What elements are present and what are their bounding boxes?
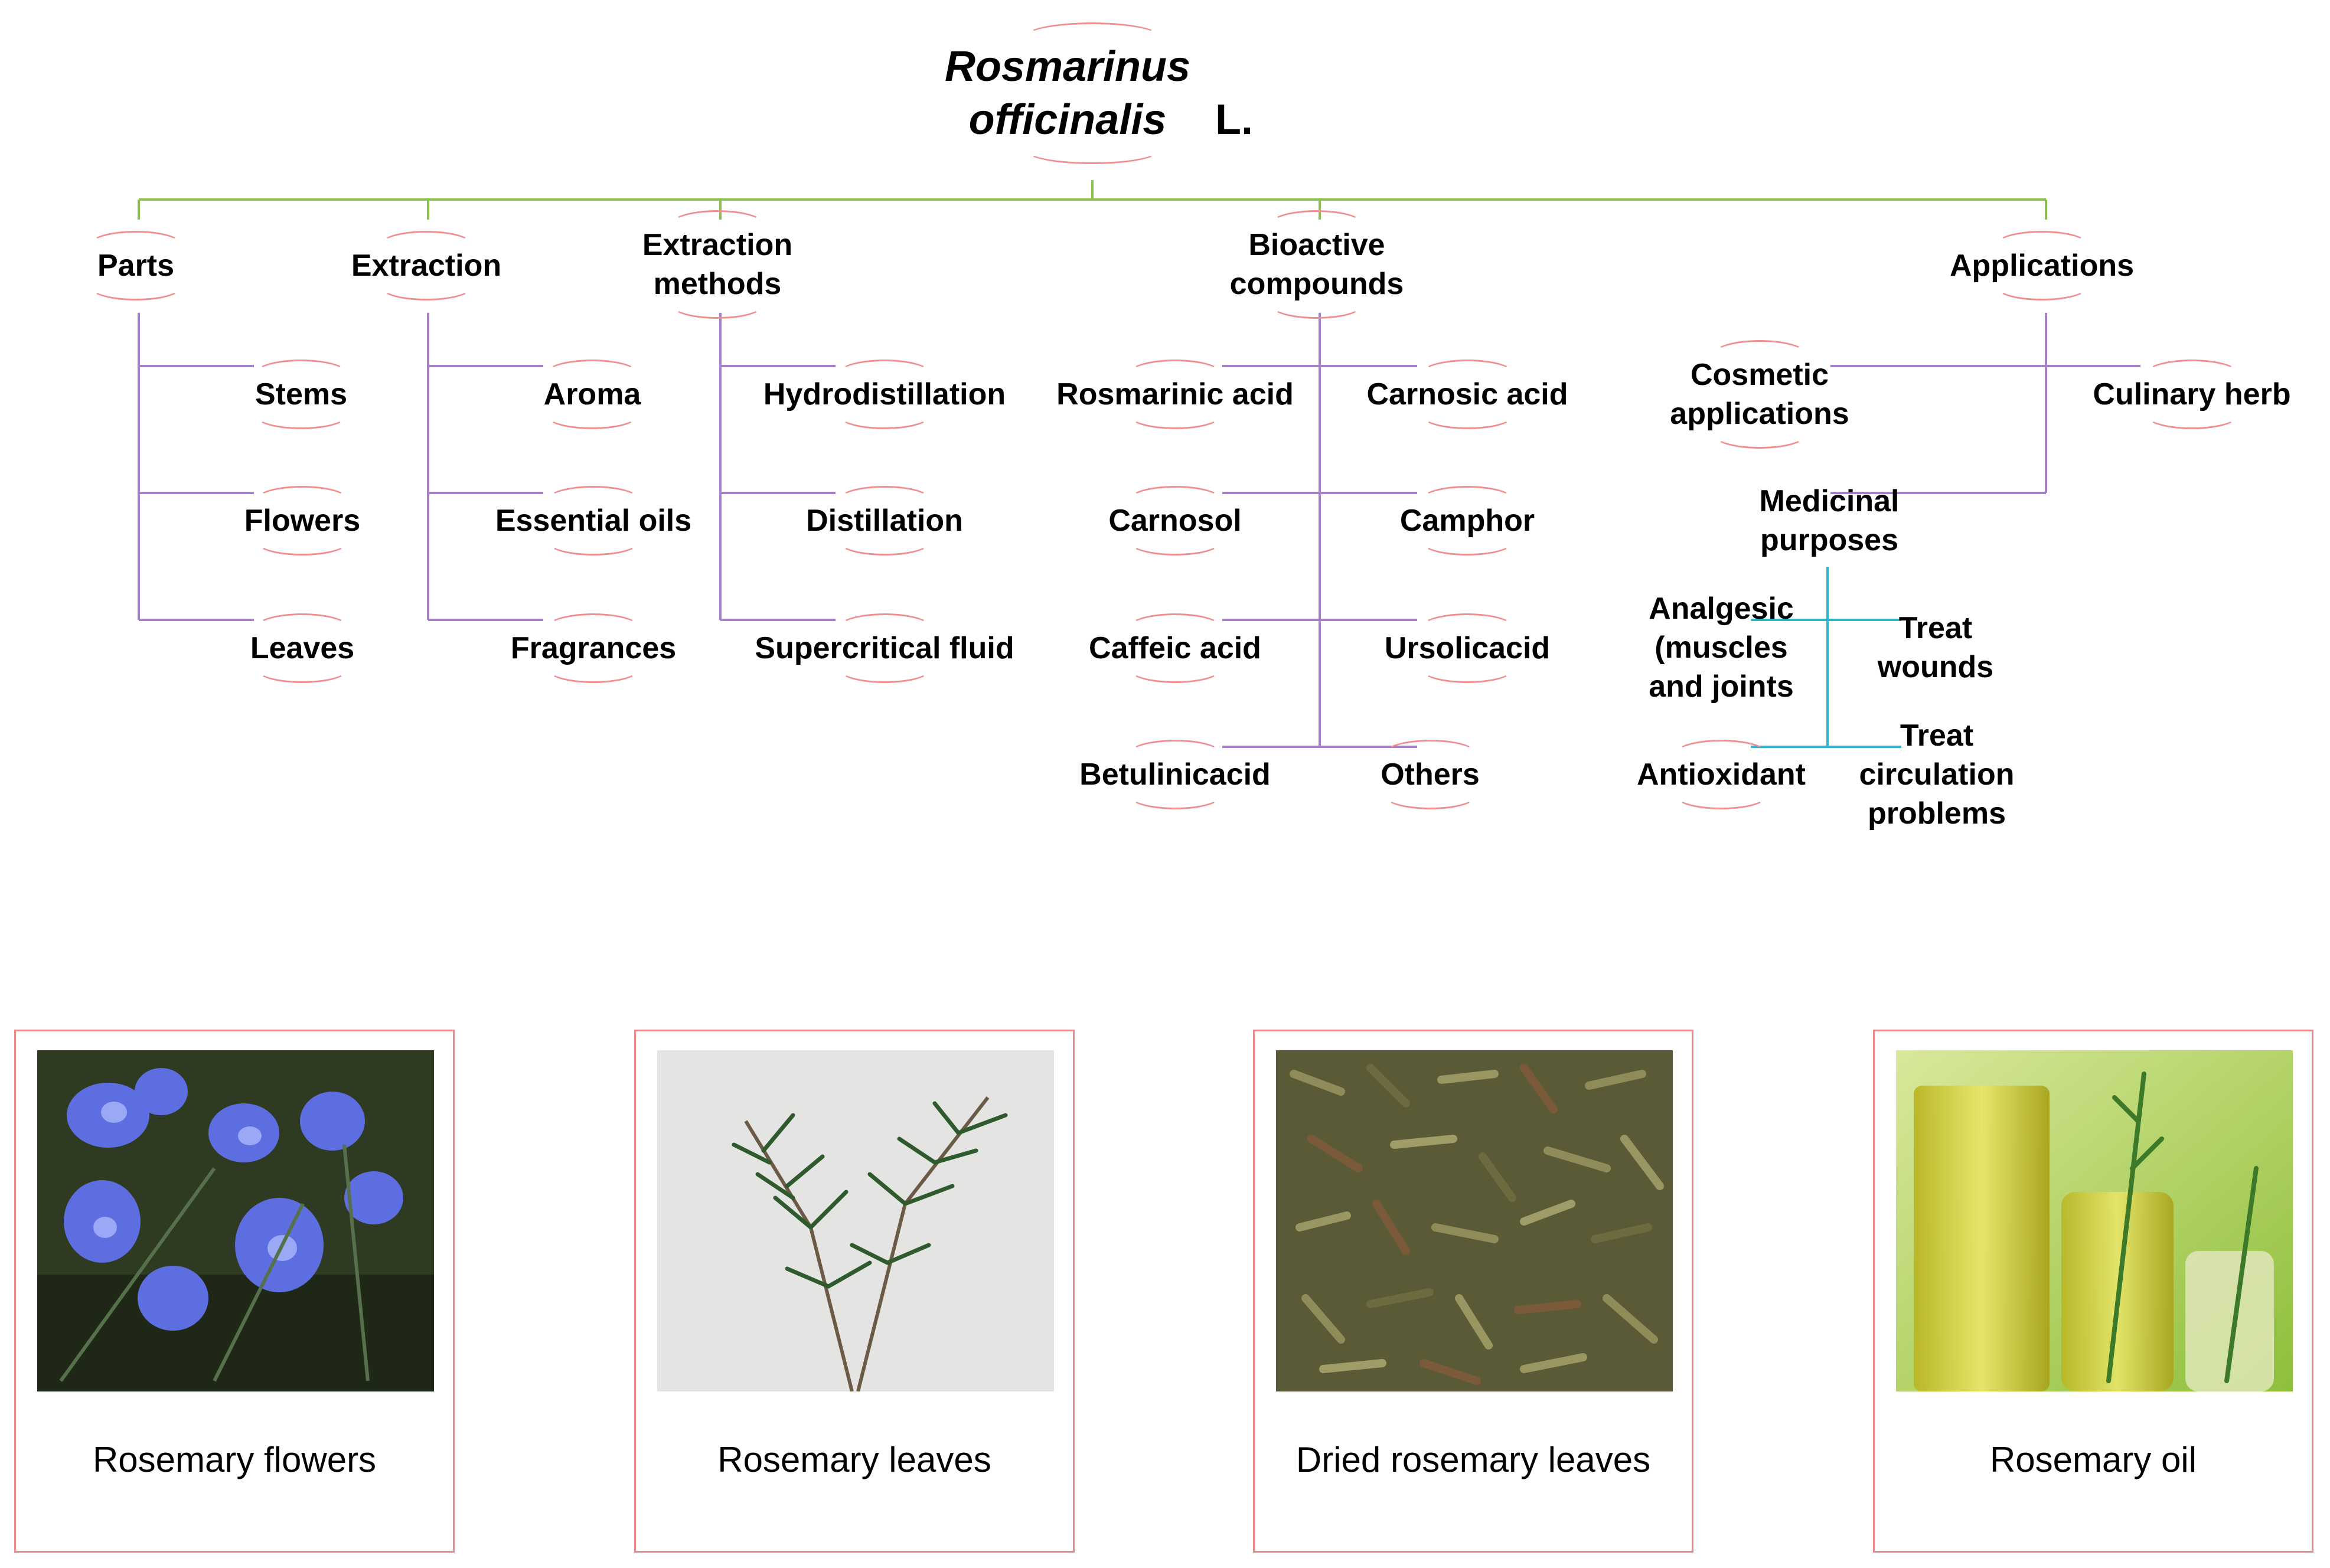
- extraction-item-aroma: Aroma: [544, 375, 641, 414]
- branch-applications: Applications: [1950, 246, 2134, 285]
- root-connectors: [139, 180, 2046, 220]
- branch-extraction: Extraction: [351, 246, 501, 285]
- compound-caffeic-acid: Caffeic acid: [1089, 629, 1261, 668]
- rosemary-oil-photo: [1896, 1050, 2293, 1391]
- card-caption: Rosemary oil: [1875, 1439, 2312, 1481]
- card-dried-rosemary-leaves: Dried rosemary leaves: [1253, 1030, 1693, 1553]
- method-item-hydrodistillation: Hydrodistillation: [763, 375, 1006, 414]
- card-rosemary-oil: Rosemary oil: [1873, 1030, 2313, 1553]
- method-item-distillation: Distillation: [806, 501, 963, 540]
- compound-rosmarinic-acid: Rosmarinic acid: [1056, 375, 1294, 414]
- title-italic: Rosmarinus officinalis: [932, 40, 1203, 146]
- card-rosemary-leaves: Rosemary leaves: [634, 1030, 1075, 1553]
- root-title: Rosmarinus officinalis L.: [932, 40, 1253, 146]
- branch-parts-label: Parts: [97, 249, 174, 283]
- compound-camphor: Camphor: [1400, 501, 1535, 540]
- rosemary-leaves-photo: [657, 1050, 1054, 1391]
- rosemary-flowers-photo: [37, 1050, 434, 1391]
- branch-parts: Parts: [97, 246, 174, 285]
- parts-item-leaves: Leaves: [250, 629, 354, 668]
- compound-carnosol: Carnosol: [1108, 501, 1241, 540]
- compound-betulinic-acid: Betulinicacid: [1079, 755, 1271, 794]
- parts-item-flowers: Flowers: [244, 501, 361, 540]
- card-caption: Rosemary flowers: [16, 1439, 453, 1481]
- parts-item-stems: Stems: [255, 375, 347, 414]
- extraction-item-fragrances: Fragrances: [511, 629, 676, 668]
- method-item-supercritical-fluid: Supercritical fluid: [755, 629, 1014, 668]
- card-caption: Rosemary leaves: [636, 1439, 1073, 1481]
- medicinal-antioxidant: Antioxidant: [1637, 755, 1806, 794]
- card-caption: Dried rosemary leaves: [1255, 1439, 1692, 1481]
- title-suffix: L.: [1215, 96, 1253, 143]
- dried-rosemary-photo: [1276, 1050, 1673, 1391]
- app-culinary-herb: Culinary herb: [2093, 375, 2290, 414]
- card-rosemary-flowers: Rosemary flowers: [14, 1030, 455, 1553]
- extraction-item-essential-oils: Essential oils: [495, 501, 691, 540]
- compound-others: Others: [1381, 755, 1480, 794]
- compound-ursolic-acid: Ursolicacid: [1385, 629, 1550, 668]
- compound-carnosic-acid: Carnosic acid: [1366, 375, 1568, 414]
